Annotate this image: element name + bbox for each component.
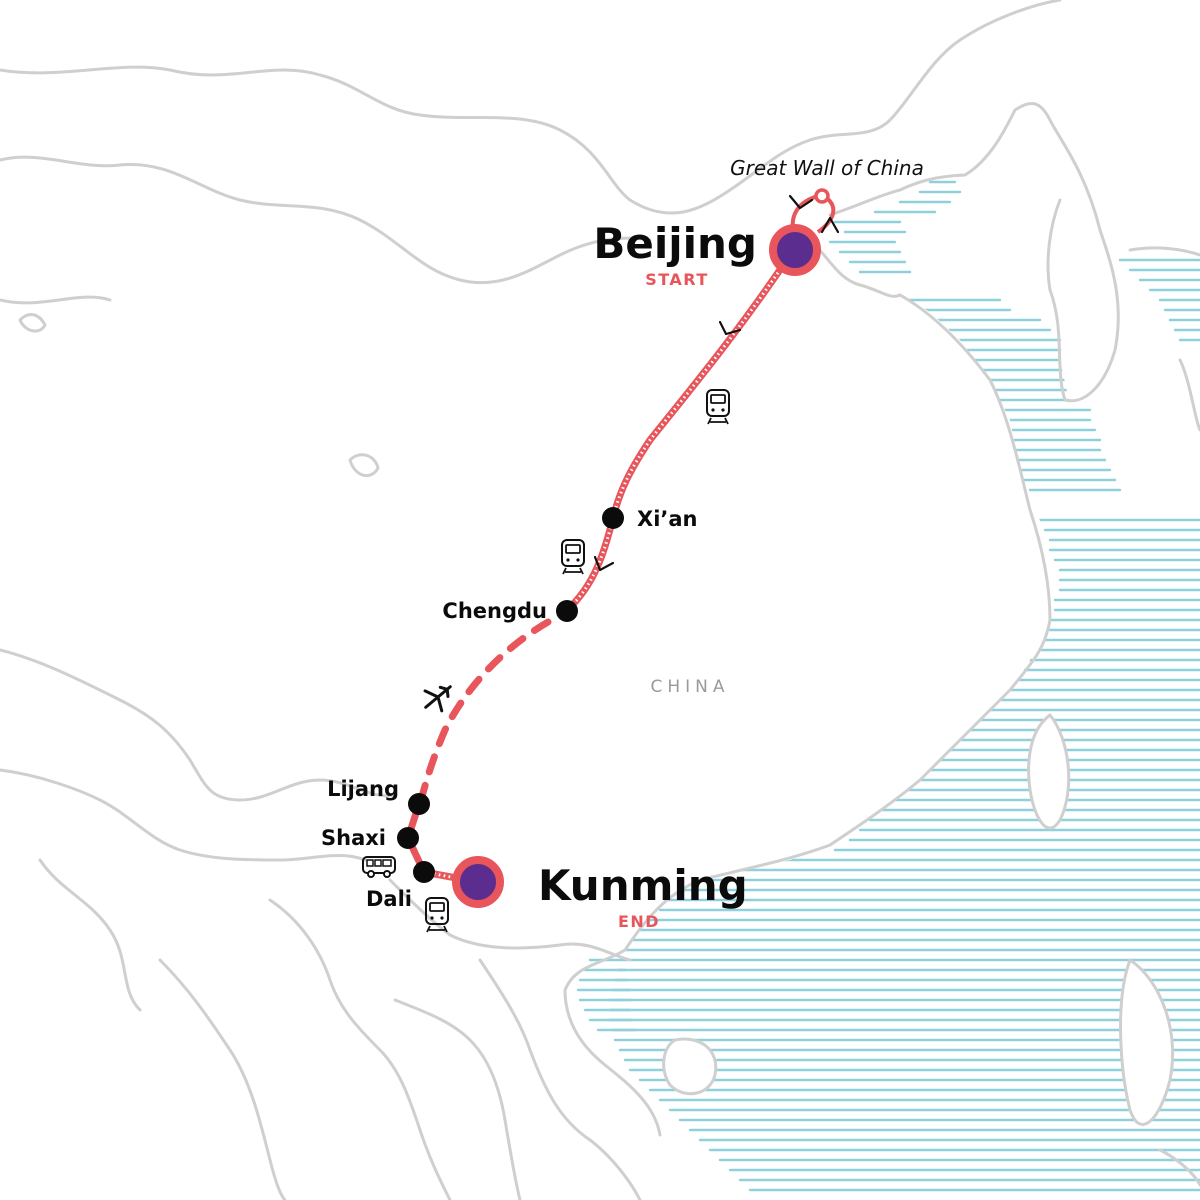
leg-chengdu-lijang [416, 618, 552, 808]
city-label-shaxi: Shaxi [321, 826, 386, 850]
stop-markers [397, 224, 821, 908]
attraction-label: Great Wall of China [730, 156, 924, 180]
chevron-icon [718, 320, 742, 336]
country-label: CHINA [650, 677, 729, 697]
great-wall-marker[interactable] [814, 188, 830, 204]
city-label-lijang: Lijang [327, 777, 399, 801]
chevron-icon [820, 216, 840, 234]
chevron-icon [788, 194, 814, 210]
chevron-icon [593, 555, 615, 572]
airplane-icon [423, 685, 452, 713]
city-label-beijing: Beijing [593, 219, 757, 268]
stop-marker-xian[interactable] [602, 507, 624, 529]
direction-arrows [593, 194, 840, 572]
city-label-kunming: Kunming [538, 861, 748, 910]
terminal-marker-kunming[interactable] [452, 856, 504, 908]
start-tag: START [645, 270, 709, 289]
stop-marker-shaxi[interactable] [397, 827, 419, 849]
train-icon [706, 389, 730, 425]
stop-marker-dali[interactable] [413, 861, 435, 883]
stop-marker-chengdu[interactable] [556, 600, 578, 622]
train-icon [425, 897, 449, 933]
city-label-chengdu: Chengdu [442, 599, 547, 623]
end-tag: END [618, 912, 660, 931]
city-label-dali: Dali [366, 887, 412, 911]
bus-icon [362, 856, 396, 878]
stop-marker-lijang[interactable] [408, 793, 430, 815]
city-label-xian: Xi’an [637, 507, 698, 531]
terminal-marker-beijing[interactable] [769, 224, 821, 276]
train-icon [561, 539, 585, 575]
